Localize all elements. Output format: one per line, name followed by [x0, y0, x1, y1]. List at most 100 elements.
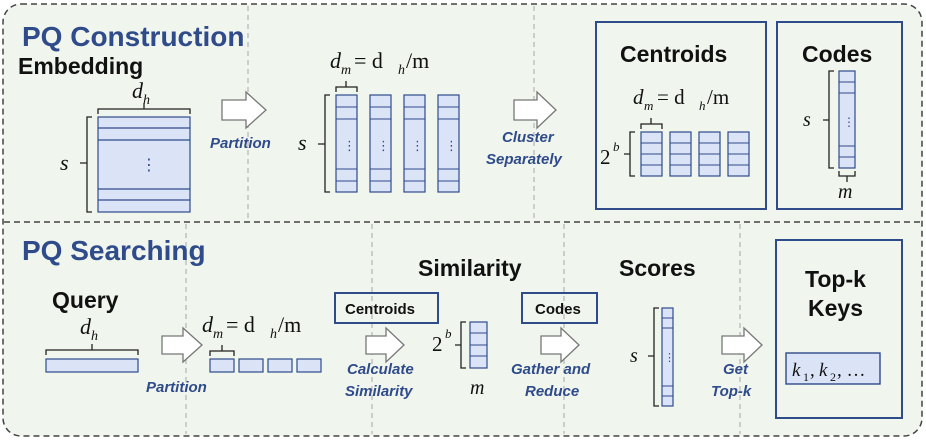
- centroid-table: [669, 131, 692, 177]
- svg-text:m: m: [644, 98, 653, 113]
- svg-text:h: h: [270, 327, 277, 342]
- get-label-2: Top-k: [711, 383, 752, 400]
- centroid-tables: [640, 131, 750, 177]
- partition-arrow-2: [161, 326, 203, 364]
- svg-text:k: k: [819, 360, 828, 381]
- topk-arrow: [721, 326, 763, 364]
- s-label-split: s: [298, 130, 307, 155]
- query-vector: [45, 358, 139, 373]
- dh-label-top: d h: [132, 78, 150, 108]
- svg-text:2: 2: [830, 370, 836, 384]
- centroid-table: [727, 131, 750, 177]
- query-width-brace: [45, 344, 139, 355]
- topk-frame: [775, 239, 903, 419]
- svg-text:m: m: [341, 63, 351, 78]
- s-label-scores: s: [630, 345, 638, 367]
- codes-height-brace: [823, 70, 834, 169]
- svg-text:⋮: ⋮: [141, 157, 157, 174]
- svg-text:⋮: ⋮: [411, 138, 424, 153]
- svg-text:= d: = d: [226, 312, 255, 337]
- similarity-table: [469, 321, 488, 369]
- sub-vector-column: ⋮: [437, 94, 460, 193]
- centroid-table: [698, 131, 721, 177]
- construction-title: PQ Construction: [22, 21, 244, 52]
- s-label: s: [60, 150, 69, 175]
- topk-label-2: Keys: [808, 295, 863, 321]
- svg-text:= d: = d: [657, 85, 685, 109]
- svg-text:/m: /m: [278, 312, 301, 337]
- codes-frame: [776, 21, 903, 210]
- partitioned-columns: ⋮ ⋮ ⋮ ⋮: [335, 94, 460, 193]
- sub-vector-column: ⋮: [335, 94, 358, 193]
- s-label-codes: s: [803, 109, 811, 131]
- gather-label-2: Reduce: [525, 383, 579, 400]
- svg-text:d: d: [202, 312, 214, 337]
- embedding-height-brace: [80, 116, 92, 213]
- partition-label: Partition: [210, 135, 271, 152]
- query-sub-vector: [296, 358, 322, 373]
- similarity-height-brace: [455, 321, 466, 369]
- centroid-table: [640, 131, 663, 177]
- svg-text:k: k: [792, 360, 801, 381]
- keys-box: [785, 352, 881, 385]
- svg-text:h: h: [91, 329, 98, 344]
- two-b-label-centroids: 2 b: [600, 139, 620, 169]
- scores-height-brace: [648, 307, 659, 407]
- codes-box-label: Codes: [535, 301, 581, 318]
- keys-text: k 1 , k 2 , …: [792, 360, 866, 384]
- svg-text:⋮: ⋮: [664, 352, 675, 364]
- calc-label-1: Calculate: [347, 361, 414, 378]
- dm-brace-top: [335, 81, 358, 92]
- sub-vector-column: ⋮: [403, 94, 426, 193]
- sub-vector-column: ⋮: [369, 94, 392, 193]
- svg-text:h: h: [699, 98, 706, 113]
- similarity-label: Similarity: [418, 255, 522, 281]
- svg-text:d: d: [80, 314, 92, 339]
- dm-brace-query: [209, 345, 235, 356]
- query-label: Query: [52, 287, 119, 313]
- searching-title: PQ Searching: [22, 235, 206, 266]
- m-label-codes: m: [838, 181, 852, 203]
- svg-text:m: m: [213, 327, 223, 342]
- dm-formula-query: d m = d h /m: [202, 312, 301, 342]
- calc-label-2: Similarity: [345, 383, 413, 400]
- svg-text:⋮: ⋮: [377, 138, 390, 153]
- dm-formula-top: d m = d h /m: [330, 48, 429, 78]
- codes-box: [521, 292, 598, 324]
- gather-label-1: Gather and: [511, 361, 591, 378]
- centroids-box: [334, 292, 439, 324]
- cluster-label-2: Separately: [486, 151, 563, 168]
- get-label-1: Get: [723, 361, 749, 378]
- embedding-label: Embedding: [18, 53, 143, 79]
- cluster-label-1: Cluster: [502, 129, 555, 146]
- centroid-height-brace: [624, 131, 635, 177]
- svg-text:h: h: [398, 63, 405, 78]
- partition-label-2: Partition: [146, 379, 207, 396]
- query-sub-vector: [238, 358, 264, 373]
- svg-text:⋮: ⋮: [843, 115, 855, 129]
- embedding-width-brace: [97, 103, 191, 114]
- topk-label-1: Top-k: [805, 266, 866, 292]
- svg-text:= d: = d: [354, 48, 383, 73]
- dm-formula-centroids: d m = d h /m: [633, 85, 729, 113]
- m-label-similarity: m: [470, 377, 484, 399]
- scores-label: Scores: [619, 255, 696, 281]
- svg-text:d: d: [132, 78, 144, 103]
- svg-text:b: b: [613, 139, 620, 154]
- svg-text:b: b: [445, 326, 452, 341]
- svg-text:⋮: ⋮: [445, 138, 458, 153]
- svg-text:,: ,: [810, 360, 815, 381]
- codes-m-brace: [838, 171, 856, 182]
- codes-label: Codes: [802, 41, 872, 67]
- codes-column: ⋮: [838, 70, 856, 169]
- centroids-frame: [595, 21, 767, 210]
- split-height-brace: [318, 94, 330, 193]
- svg-text:/m: /m: [707, 85, 729, 109]
- svg-text:2: 2: [600, 145, 611, 169]
- svg-text:⋮: ⋮: [343, 138, 356, 153]
- svg-text:/m: /m: [406, 48, 429, 73]
- partition-arrow: [221, 90, 267, 130]
- cluster-arrow: [513, 90, 557, 130]
- svg-text:1: 1: [803, 370, 809, 384]
